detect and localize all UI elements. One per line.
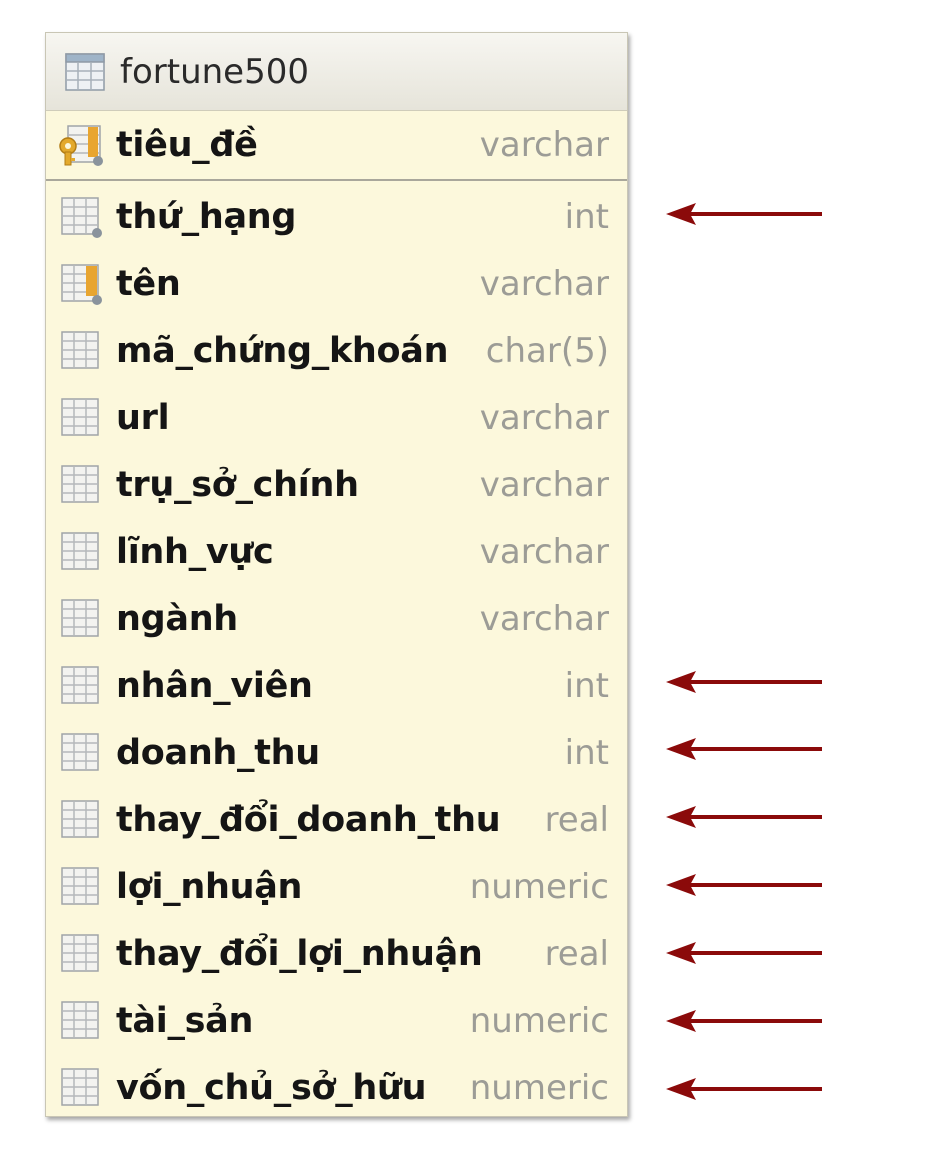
column-icon: [61, 1067, 99, 1106]
arrow-left-icon: [666, 738, 822, 760]
column-row-url[interactable]: url varchar: [46, 384, 627, 451]
column-icon: [61, 732, 99, 771]
column-type: varchar: [479, 125, 609, 165]
primary-key-icon: [59, 125, 103, 166]
column-icon: [61, 531, 99, 570]
column-type: real: [544, 799, 609, 840]
column-row-doanh-thu[interactable]: doanh_thu int: [46, 719, 627, 786]
column-type: int: [564, 196, 609, 237]
column-name: lĩnh_vực: [116, 531, 274, 572]
column-type: char(5): [485, 330, 609, 371]
column-name: vốn_chủ_sở_hữu: [116, 1067, 427, 1108]
column-name: tên: [116, 263, 181, 304]
column-row-ten[interactable]: tên varchar: [46, 250, 627, 317]
column-name: lợi_nhuận: [116, 866, 303, 907]
column-row-ma-chung-khoan[interactable]: mã_chứng_khoán char(5): [46, 317, 627, 384]
column-name: doanh_thu: [116, 732, 320, 773]
column-type: real: [544, 933, 609, 974]
column-indexed-not-null-icon: [61, 263, 102, 305]
column-row-thu-hang[interactable]: thứ_hạng int: [46, 183, 627, 250]
table-title: fortune500: [120, 51, 309, 92]
column-icon: [61, 1000, 99, 1039]
arrow-left-icon: [666, 874, 822, 896]
column-name: nhân_viên: [116, 665, 313, 706]
column-type: int: [564, 665, 609, 706]
column-type: varchar: [479, 263, 609, 304]
column-name: trụ_sở_chính: [116, 464, 359, 505]
column-icon: [61, 665, 99, 704]
column-row-thay-doi-loi-nhuan[interactable]: thay_đổi_lợi_nhuận real: [46, 920, 627, 987]
column-name: mã_chứng_khoán: [116, 330, 449, 371]
column-icon: [61, 464, 99, 503]
column-row-tru-so-chinh[interactable]: trụ_sở_chính varchar: [46, 451, 627, 518]
column-row-nganh[interactable]: ngành varchar: [46, 585, 627, 652]
arrow-left-icon: [666, 1010, 822, 1032]
column-type: numeric: [469, 1000, 609, 1041]
column-type: numeric: [469, 1067, 609, 1108]
column-type: numeric: [469, 866, 609, 907]
column-name: url: [116, 397, 170, 438]
column-icon: [61, 866, 99, 905]
column-icon: [61, 598, 99, 637]
column-row-thay-doi-doanh-thu[interactable]: thay_đổi_doanh_thu real: [46, 786, 627, 853]
column-icon: [61, 330, 99, 369]
column-name: tiêu_đề: [116, 125, 258, 165]
column-type: varchar: [479, 464, 609, 505]
column-name: ngành: [116, 598, 238, 639]
column-list: thứ_hạng int tên varchar: [46, 181, 627, 1121]
column-name: thay_đổi_lợi_nhuận: [116, 933, 483, 974]
primary-key-row[interactable]: tiêu_đề varchar: [46, 111, 627, 181]
arrow-left-icon: [666, 671, 822, 693]
column-row-tai-san[interactable]: tài_sản numeric: [46, 987, 627, 1054]
table-header[interactable]: fortune500: [46, 33, 627, 111]
column-icon: [61, 397, 99, 436]
column-name: thay_đổi_doanh_thu: [116, 799, 501, 840]
column-name: tài_sản: [116, 1000, 254, 1041]
column-row-loi-nhuan[interactable]: lợi_nhuận numeric: [46, 853, 627, 920]
arrow-left-icon: [666, 942, 822, 964]
column-type: varchar: [479, 531, 609, 572]
column-not-null-icon: [61, 196, 102, 238]
arrow-left-icon: [666, 1078, 822, 1100]
table-icon: [65, 52, 105, 91]
arrow-left-icon: [666, 203, 822, 225]
arrow-left-icon: [666, 806, 822, 828]
column-row-linh-vuc[interactable]: lĩnh_vực varchar: [46, 518, 627, 585]
column-type: varchar: [479, 598, 609, 639]
column-type: int: [564, 732, 609, 773]
table-card: fortune500 tiêu_đề varchar: [45, 32, 628, 1117]
column-name: thứ_hạng: [116, 196, 297, 237]
column-row-von-chu-so-huu[interactable]: vốn_chủ_sở_hữu numeric: [46, 1054, 627, 1121]
column-icon: [61, 799, 99, 838]
column-row-nhan-vien[interactable]: nhân_viên int: [46, 652, 627, 719]
column-icon: [61, 933, 99, 972]
column-type: varchar: [479, 397, 609, 438]
